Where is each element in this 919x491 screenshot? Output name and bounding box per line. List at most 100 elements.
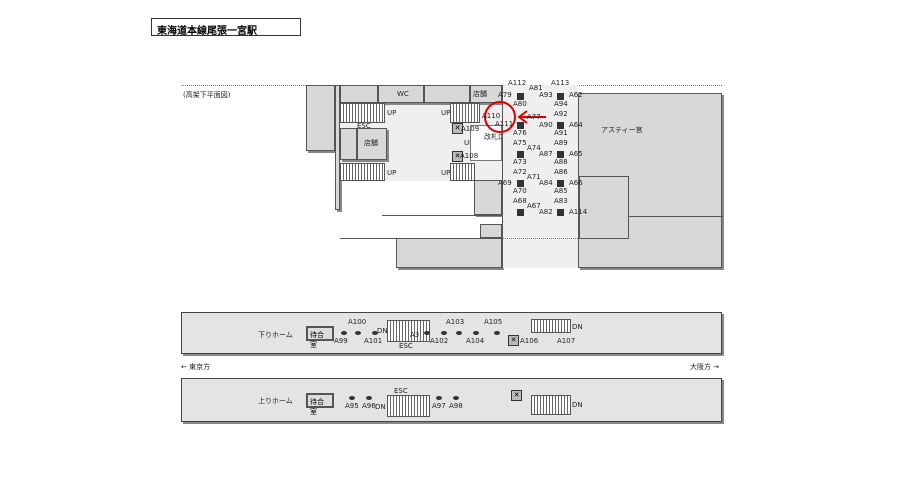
escalator (340, 163, 385, 181)
dn-label: DN (375, 403, 386, 411)
esc-label: ESC (357, 122, 371, 130)
up-label: UP (387, 169, 397, 177)
direction-tokyo: ← 東京方 (181, 363, 211, 371)
divider (382, 215, 502, 216)
pillar-label: A66 (569, 179, 583, 187)
asty-building: アスティー宮 (578, 93, 723, 268)
dn-label: DN (572, 323, 583, 331)
pillar-label: A68 (513, 197, 527, 205)
shop-room: 店舗 (357, 128, 387, 160)
pillar-label: A93 (539, 91, 553, 99)
esc-label: ESC (357, 156, 371, 164)
pillar-label: A62 (569, 91, 583, 99)
block (474, 180, 502, 215)
pillar-label: A99 (334, 337, 348, 345)
dn-label: DN (377, 327, 388, 335)
pillar-label: A92 (554, 110, 568, 118)
waiting-room: 待合室 (306, 393, 334, 416)
pillar-label: A80 (513, 100, 527, 108)
pillar-icon (557, 180, 564, 187)
subtitle: (高架下平面図) (183, 91, 231, 99)
pillar-label: A104 (466, 337, 485, 345)
divider (629, 216, 723, 217)
pillar-label: A79 (498, 91, 512, 99)
pillar-icon (436, 396, 442, 400)
pillar-icon (372, 331, 378, 335)
pillar-label: A70 (513, 187, 527, 195)
pillar-label: A101 (364, 337, 383, 345)
esc-label: ESC (394, 387, 408, 395)
block (306, 85, 335, 151)
stairs (531, 395, 571, 415)
pillar-label: A75 (513, 139, 527, 147)
pillar-icon (517, 93, 524, 100)
pillar-label: A83 (554, 197, 568, 205)
escalator (340, 103, 385, 123)
pillar-label: A74 (527, 144, 541, 152)
pillar-label: A102 (430, 337, 449, 345)
wall (335, 85, 340, 210)
up-label: UP (387, 109, 397, 117)
pillar-icon (473, 331, 479, 335)
pillar-icon (517, 122, 524, 129)
pillar-label: A67 (527, 202, 541, 210)
pillar-icon (557, 122, 564, 129)
pillar-icon (517, 151, 524, 158)
pillar-icon (494, 331, 500, 335)
pillar-label: A87 (539, 150, 553, 158)
up-label: UP (441, 109, 451, 117)
asty-label: アスティー宮 (601, 126, 643, 134)
escalator (387, 395, 430, 417)
room (340, 128, 357, 160)
pillar-label: A77 (527, 113, 541, 121)
pillar-label: A71 (527, 173, 541, 181)
pillar-label: A69 (498, 179, 512, 187)
stairs (450, 103, 480, 123)
direction-osaka: 大阪方 → (690, 363, 720, 371)
pillar-label: A105 (484, 318, 503, 326)
wc-room: WC (378, 85, 424, 103)
pillar-label: A81 (529, 84, 543, 92)
dn-label: DN (572, 401, 583, 409)
pillar-icon (349, 396, 355, 400)
platform-name: 上りホーム (258, 397, 293, 405)
highlight-circle (484, 101, 516, 133)
pillar-label: A109 (461, 125, 480, 133)
shop-room: 店舗 (470, 85, 502, 103)
pillar-label: A82 (539, 208, 553, 216)
waiting-room: 待合室 (306, 326, 334, 349)
pillar-label: A111 (495, 120, 514, 128)
pillar-label: A96 (362, 402, 376, 410)
platform-down: 下りホーム 待合室 DN ESC DN ✕ (181, 312, 722, 354)
ticket-gate-label: 改札口 (484, 133, 505, 141)
platform-name: 下りホーム (258, 331, 293, 339)
room (424, 85, 470, 103)
pillar-icon (424, 331, 430, 335)
block (396, 238, 502, 268)
pillar-label: A97 (432, 402, 446, 410)
pillar-label: A72 (513, 168, 527, 176)
pillar-label: A84 (539, 179, 553, 187)
pillar-label: A76 (513, 129, 527, 137)
elevator-icon: ✕ (452, 123, 463, 134)
arrow-head-icon (517, 110, 528, 124)
up-label: UP (464, 139, 474, 147)
pillar-label: A100 (348, 318, 367, 326)
pillar-label: A3 (410, 331, 420, 339)
block (579, 176, 629, 239)
pillar-icon (355, 331, 361, 335)
pillar-label: A89 (554, 139, 568, 147)
elevator-icon: ✕ (511, 390, 522, 401)
room (340, 85, 378, 103)
pillar-icon (557, 93, 564, 100)
pillar-icon (557, 209, 564, 216)
pillar-label: A94 (554, 100, 568, 108)
esc-label: ESC (399, 342, 413, 350)
pillar-label: A73 (513, 158, 527, 166)
pillar-icon (557, 151, 564, 158)
shop-label: 店舗 (473, 90, 487, 98)
pillar-icon (341, 331, 347, 335)
stairs (531, 319, 571, 333)
